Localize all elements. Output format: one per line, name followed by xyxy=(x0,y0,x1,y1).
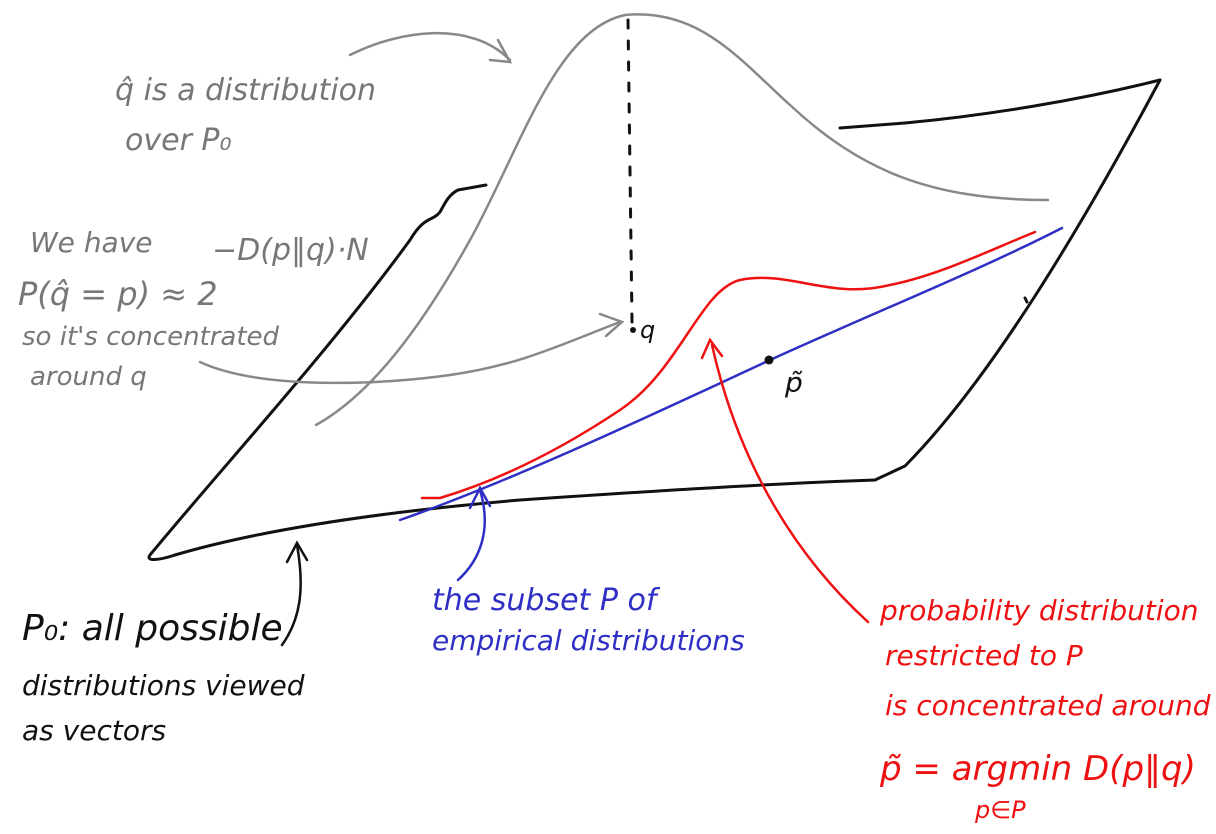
restricted-note-line4: p̃ = argmin D(p‖q) xyxy=(879,749,1196,789)
plane-right-tick xyxy=(1023,296,1029,304)
subset-note-line1: the subset P of xyxy=(432,583,661,618)
point-q-marker xyxy=(630,327,636,333)
blue-subset-line xyxy=(398,226,1064,522)
concentration-note-line2: P(q̂ = p) ≈ 2 xyxy=(18,275,218,313)
restricted-note-line5: p∈P xyxy=(974,796,1026,824)
red-restricted-curve xyxy=(420,230,1037,500)
plane-right-edge xyxy=(873,78,1162,482)
qhat-note-line1: q̂ is a distribution xyxy=(115,73,376,108)
concentration-note: We have −D(p‖q)·N P(q̂ = p) ≈ 2 so it's … xyxy=(18,226,369,392)
qhat-note: q̂ is a distribution over P₀ xyxy=(115,73,376,158)
subset-note: the subset P of empirical distributions xyxy=(432,583,745,657)
restricted-note: probability distribution restricted to P… xyxy=(879,594,1211,824)
restricted-note-line1: probability distribution xyxy=(879,594,1198,627)
qhat-distribution-curve xyxy=(314,13,1050,427)
point-p-tilde-label: p̃ xyxy=(784,366,803,399)
qhat-note-line2: over P₀ xyxy=(125,123,232,158)
subset-note-line2: empirical distributions xyxy=(432,624,745,657)
point-q-label: q xyxy=(640,316,655,344)
p0-note-line3: as vectors xyxy=(22,714,166,747)
concentration-note-line4: around q xyxy=(30,362,147,392)
concentration-note-line1: We have xyxy=(30,226,153,259)
restricted-note-line3: is concentrated around xyxy=(885,689,1211,722)
concentration-note-exponent: −D(p‖q)·N xyxy=(212,233,369,268)
qhat-note-arrow xyxy=(348,31,513,64)
concentration-note-arrow xyxy=(198,312,625,385)
p0-note: P₀: all possible distributions viewed as… xyxy=(22,608,305,747)
p0-note-line1: P₀: all possible xyxy=(22,608,283,649)
subset-note-arrow xyxy=(456,485,492,582)
restricted-note-line2: restricted to P xyxy=(885,639,1083,672)
plane-front-edge xyxy=(173,478,877,557)
p0-note-line2: distributions viewed xyxy=(22,669,305,702)
point-p-tilde-marker xyxy=(764,355,774,365)
restricted-note-arrow xyxy=(700,337,870,624)
concentration-note-line3: so it's concentrated xyxy=(22,322,280,352)
plane-p0-outline xyxy=(147,78,1162,561)
p0-note-arrow xyxy=(280,540,309,647)
plane-back-edge xyxy=(838,78,1162,130)
peak-to-q-dashed-line xyxy=(626,18,634,324)
plane-left-edge xyxy=(147,183,488,561)
